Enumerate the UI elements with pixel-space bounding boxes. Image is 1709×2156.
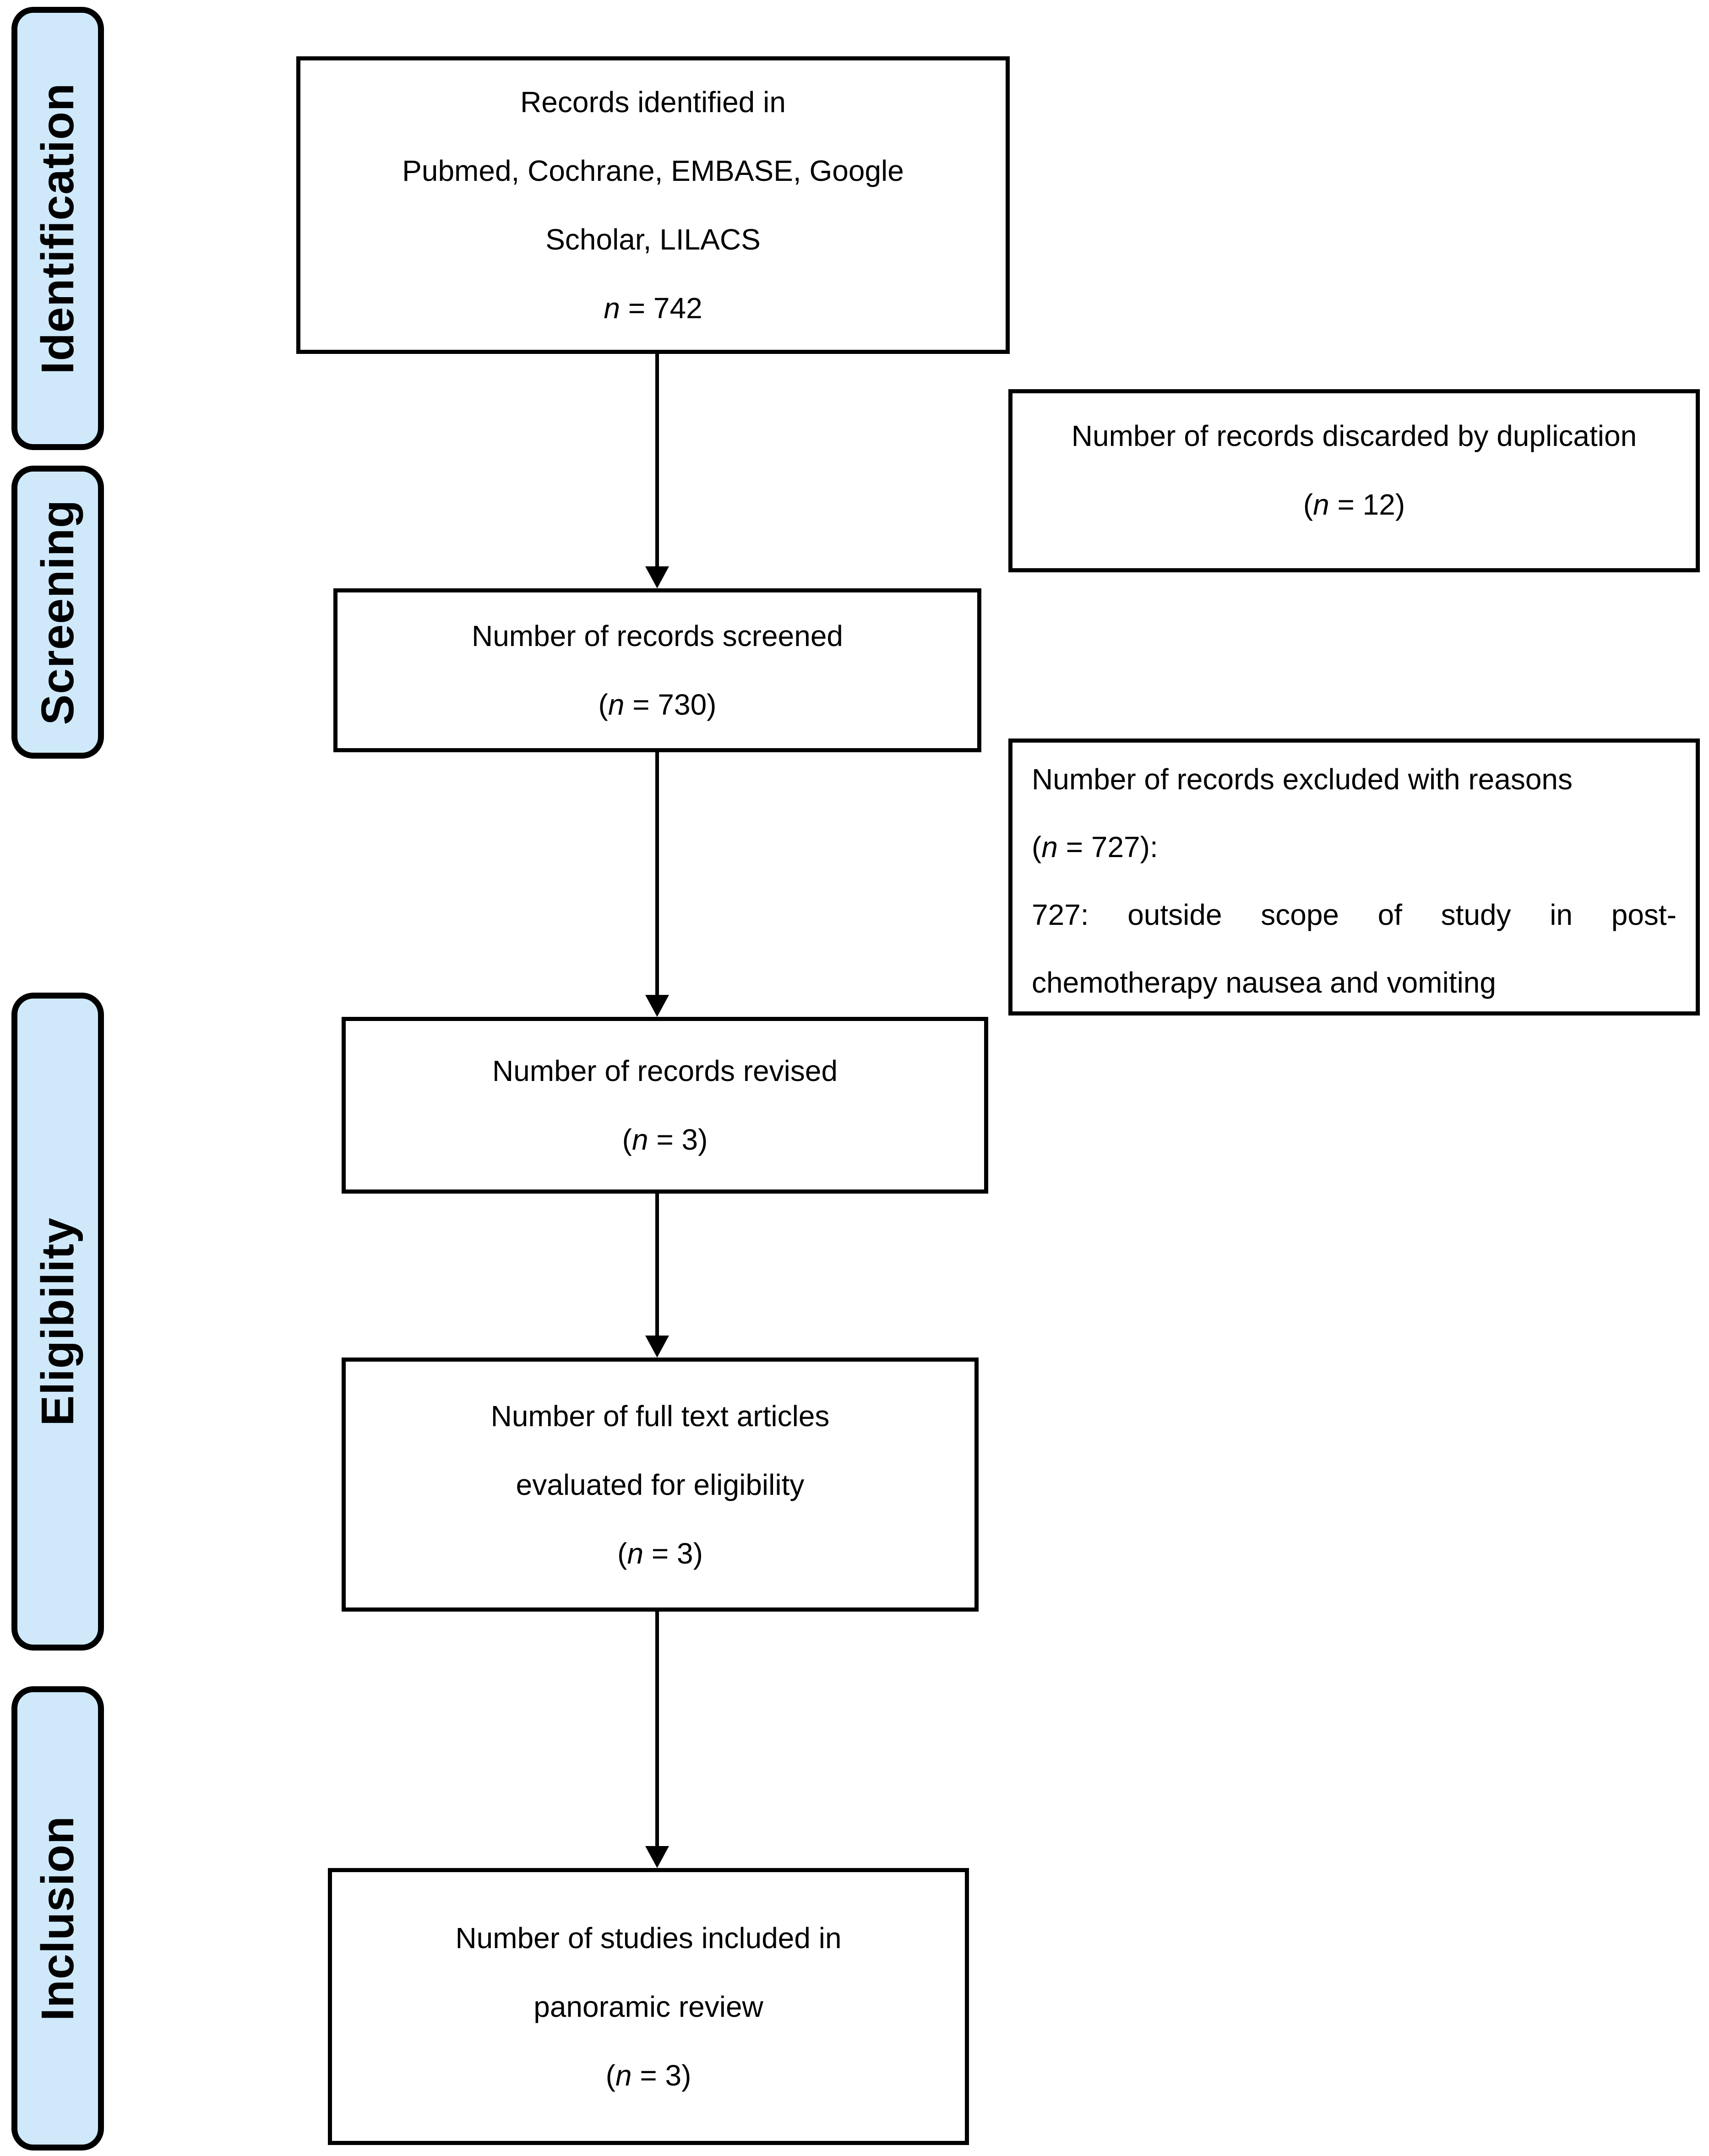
n-variable: n [631, 1123, 648, 1156]
flow-box-records-identified: Records identified in Pubmed, Cochrane, … [296, 56, 1010, 354]
box-line: Number of records excluded with reasons [1032, 763, 1573, 796]
stage-inclusion-label: Inclusion [32, 1816, 83, 2021]
n-variable: n [1313, 488, 1329, 521]
stat-suffix: = 3) [643, 1537, 703, 1570]
exclusion-reason-line: 727: outside scope of study in post- [1032, 898, 1676, 931]
side-box-excluded-with-reasons: Number of records excluded with reasons … [1008, 739, 1700, 1016]
flow-box-records-revised: Number of records revised (n = 3) [342, 1017, 988, 1194]
stage-screening: Screening [11, 466, 104, 759]
stat-prefix: ( [605, 2058, 615, 2092]
stat-line: (n = 12) [1012, 470, 1696, 539]
box-line: Number of records revised [492, 1054, 838, 1087]
stat-suffix: = 727): [1057, 831, 1158, 863]
stat-suffix: = 3) [648, 1123, 708, 1156]
box-line: Pubmed, Cochrane, EMBASE, Google [402, 154, 904, 187]
stat-prefix: ( [598, 688, 608, 721]
stat-line: (n = 3) [346, 1519, 974, 1588]
arrow-fulltext-to-included [645, 1612, 669, 1868]
n-variable: n [1041, 831, 1058, 863]
arrow-head-icon [645, 1846, 669, 1868]
stat-suffix: = 742 [620, 292, 702, 325]
box-line: Number of records screened [471, 619, 844, 652]
flow-box-studies-included: Number of studies included in panoramic … [328, 1868, 969, 2145]
stat-suffix: = 730) [624, 688, 717, 721]
box-line: panoramic review [533, 1990, 763, 2023]
stat-suffix: = 3) [631, 2058, 691, 2092]
arrow-head-icon [645, 1336, 669, 1358]
box-line: Number of full text articles [490, 1399, 830, 1433]
arrow-shaft [655, 1612, 659, 1848]
stage-eligibility-label: Eligibility [32, 1217, 83, 1426]
side-box-discarded-duplication: Number of records discarded by duplicati… [1008, 389, 1700, 572]
stat-line: (n = 3) [332, 2041, 965, 2110]
stage-identification: Identification [11, 7, 104, 450]
arrow-head-icon [645, 566, 669, 588]
arrow-identified-to-screened [645, 354, 669, 588]
flow-box-records-screened: Number of records screened (n = 730) [333, 588, 981, 752]
stage-inclusion: Inclusion [11, 1686, 104, 2151]
box-line: Scholar, LILACS [545, 223, 761, 256]
arrow-head-icon [645, 995, 669, 1017]
arrow-shaft [655, 752, 659, 997]
box-line: evaluated for eligibility [516, 1468, 805, 1501]
box-line: Records identified in [520, 86, 786, 119]
stage-eligibility: Eligibility [11, 993, 104, 1651]
stage-screening-label: Screening [32, 499, 83, 725]
stat-line: (n = 727): [1032, 813, 1676, 881]
stat-line: n = 742 [300, 274, 1006, 342]
flow-box-fulltext-evaluated: Number of full text articles evaluated f… [342, 1358, 979, 1612]
n-variable: n [608, 688, 625, 721]
n-variable: n [627, 1537, 644, 1570]
stat-prefix: ( [1303, 488, 1313, 521]
stat-prefix: ( [617, 1537, 627, 1570]
stage-identification-label: Identification [32, 82, 83, 375]
arrow-revised-to-fulltext [645, 1194, 669, 1358]
stat-line: (n = 730) [337, 670, 977, 739]
box-line: Number of records discarded by duplicati… [1071, 419, 1637, 452]
stat-prefix: ( [1032, 831, 1042, 863]
arrow-shaft [655, 354, 659, 568]
stat-line: (n = 3) [346, 1105, 984, 1174]
n-variable: n [604, 292, 620, 325]
n-variable: n [615, 2058, 632, 2092]
box-line: Number of studies included in [455, 1921, 842, 1955]
arrow-shaft [655, 1194, 659, 1337]
stat-prefix: ( [622, 1123, 632, 1156]
arrow-screened-to-revised [645, 752, 669, 1017]
exclusion-reason-line: chemotherapy nausea and vomiting [1032, 966, 1496, 999]
stat-suffix: = 12) [1329, 488, 1405, 521]
